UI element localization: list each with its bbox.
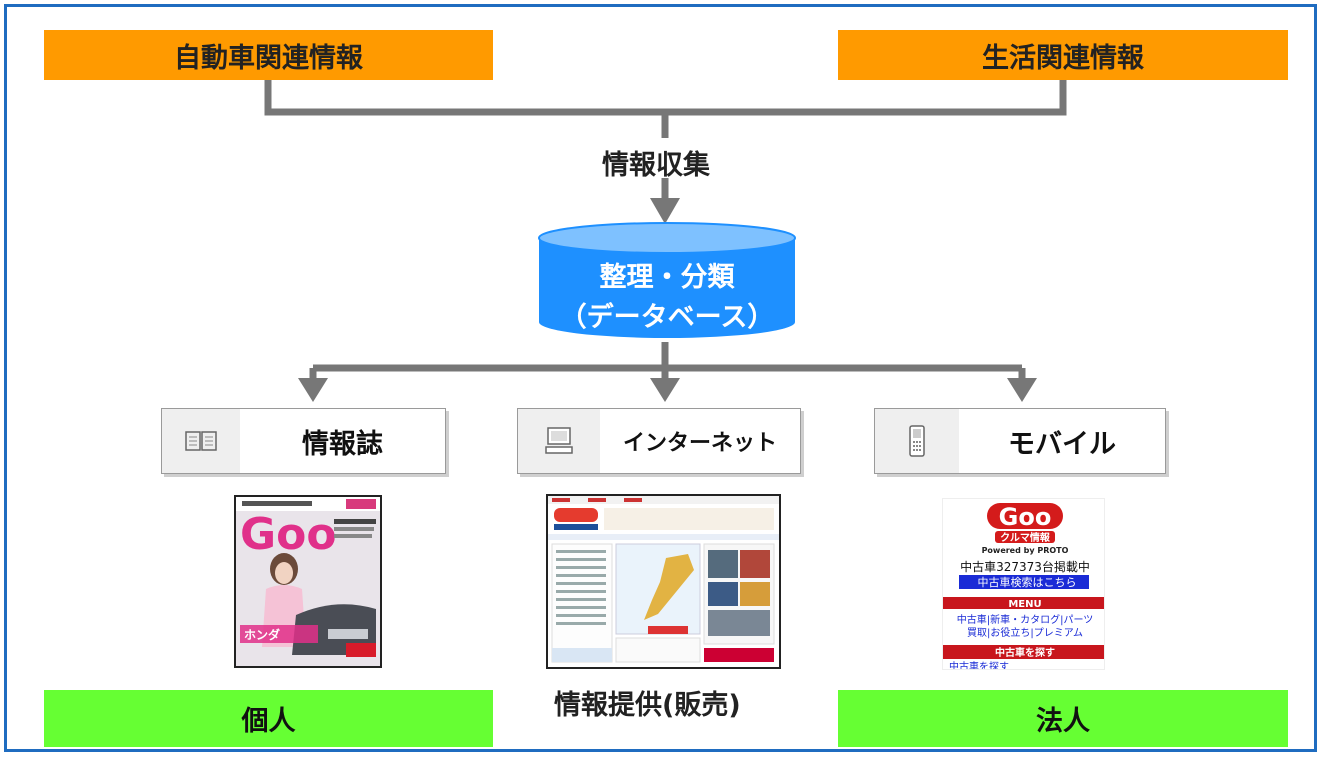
- database-title: 整理・分類: [599, 262, 735, 293]
- life-info-label: 生活関連情報: [982, 42, 1144, 74]
- arrow-to-internet: [650, 378, 680, 402]
- database-cylinder: [538, 222, 796, 338]
- channel-mobile: モバイル: [874, 408, 1166, 474]
- arrow-to-database: [650, 198, 680, 224]
- database-subtitle: （データベース）: [559, 302, 775, 333]
- arrow-to-mobile: [1007, 378, 1037, 402]
- diagram-frame: [4, 4, 1317, 752]
- life-info-box: 生活関連情報: [838, 30, 1288, 80]
- channel-internet: インターネット: [517, 408, 801, 474]
- channel-mobile-label: モバイル: [1008, 428, 1116, 460]
- mobile-screen-image: Goo クルマ情報 Powered by PROTO 中古車327373台掲載中…: [942, 498, 1105, 670]
- mobile-stock: 中古車327373台掲載中: [960, 559, 1090, 574]
- mobile-menu-row1: 中古車|新車・カタログ|パーツ: [957, 613, 1094, 626]
- magazine-cover-image: Goo ホンダ: [234, 495, 382, 668]
- mobile-menu-title: MENU: [1008, 599, 1041, 610]
- mobile-powered: Powered by PROTO: [982, 546, 1069, 555]
- provision-label: 情報提供(販売): [554, 690, 741, 721]
- individual-label: 個人: [241, 706, 296, 737]
- corporate-label: 法人: [1036, 706, 1090, 737]
- magazine-logo: Goo: [240, 509, 337, 560]
- mobile-logo: Goo: [999, 503, 1052, 531]
- collection-label: 情報収集: [602, 150, 710, 181]
- mobile-last-line: 中古車を探す: [949, 660, 1009, 670]
- arrow-to-magazine: [298, 378, 328, 402]
- mobile-subtitle: クルマ情報: [1000, 531, 1051, 544]
- individual-box: 個人: [44, 690, 493, 747]
- book-icon: [162, 409, 240, 473]
- computer-icon: [518, 409, 600, 473]
- channel-magazine: 情報誌: [161, 408, 446, 474]
- mobile-search-link: 中古車検索はこちら: [978, 575, 1077, 589]
- website-screenshot-image: [546, 494, 781, 669]
- auto-info-label: 自動車関連情報: [174, 42, 363, 74]
- mobile-find-button: 中古車を探す: [995, 646, 1055, 659]
- magazine-banner: ホンダ: [244, 627, 280, 642]
- channel-magazine-label: 情報誌: [302, 428, 383, 460]
- mobile-phone-icon: [875, 409, 959, 473]
- auto-info-box: 自動車関連情報: [44, 30, 493, 80]
- corporate-box: 法人: [838, 690, 1288, 747]
- channel-internet-label: インターネット: [622, 431, 777, 456]
- mobile-menu-row2: 買取|お役立ち|プレミアム: [967, 626, 1083, 639]
